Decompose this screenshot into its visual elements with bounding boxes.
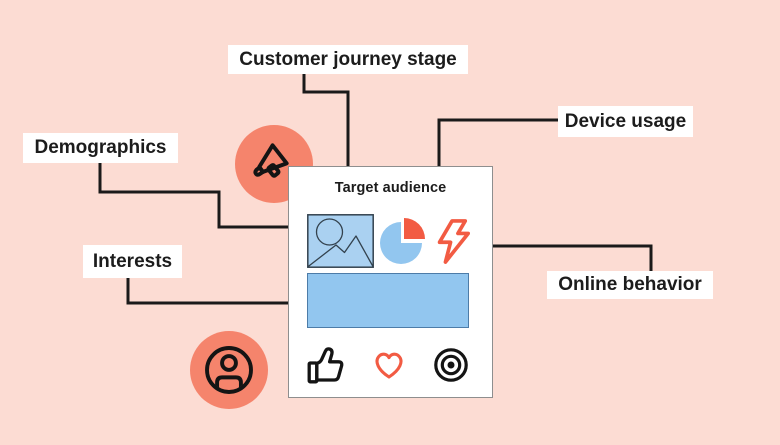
- connector-interests: [126, 278, 289, 305]
- heart-icon: [375, 352, 403, 379]
- person-icon: [205, 346, 253, 394]
- lightning-bolt-icon: [437, 219, 471, 264]
- thumbs-up-icon: [307, 347, 344, 384]
- pie-chart-icon: [380, 218, 425, 264]
- card-title: Target audience: [334, 180, 447, 196]
- connector-demographics: [98, 163, 289, 229]
- target-audience-card: Target audience: [288, 166, 493, 398]
- label-customer-journey-stage: Customer journey stage: [228, 45, 468, 74]
- megaphone-icon: [253, 143, 289, 178]
- label-demographics: Demographics: [23, 133, 178, 163]
- connector-customer-journey: [302, 73, 350, 167]
- connector-online-behavior: [492, 244, 653, 272]
- content-block: [307, 273, 469, 328]
- label-interests: Interests: [83, 245, 182, 278]
- target-icon: [434, 348, 468, 382]
- connector-device-usage: [437, 118, 558, 167]
- label-online-behavior: Online behavior: [547, 271, 713, 299]
- image-placeholder-icon: [307, 214, 374, 268]
- label-device-usage: Device usage: [558, 106, 693, 137]
- person-badge: [190, 331, 268, 409]
